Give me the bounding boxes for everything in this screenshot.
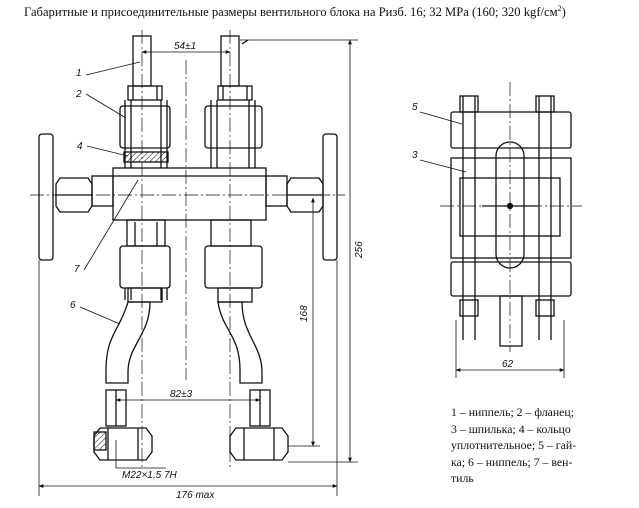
legend-line: тиль [451,471,474,485]
side-view: 62 5 3 [412,82,582,378]
right-union-nut [229,427,289,461]
callout-4: 4 [77,141,83,152]
side-bottom-flange [450,261,572,297]
legend-line: 1 – ниппель; 2 – фланец; [451,405,574,419]
callout-1: 1 [76,68,82,79]
right-hex-nut [286,177,324,213]
drawing-title: Габаритные и присоединительные размеры в… [24,4,634,20]
legend-line: ка; 6 – ниппель; 7 – вен- [451,454,573,469]
dim-thread: М22×1,5 7Н [122,470,178,481]
left-handwheel [38,133,54,261]
callout-5: 5 [412,102,418,113]
title-superscript: 2 [557,4,562,13]
title-close: ) [561,5,566,20]
right-lower-flange [204,245,263,289]
callout-3: 3 [412,150,418,161]
legend-line: 3 – шпилька; 4 – кольцо [451,421,571,436]
left-lower-flange [119,245,171,289]
parts-legend: 1 – ниппель; 2 – фланец; 3 – шпилька; 4 … [451,404,637,487]
legend-line: уплотнительное; 5 – гай- [451,438,577,452]
title-text: Габаритные и присоединительные размеры в… [24,5,558,20]
side-top-flange [450,111,572,149]
dim-side-width: 62 [502,359,514,370]
left-hex-nut [55,177,93,213]
right-upper-flange [204,105,263,149]
dim-width-total: 176 max [176,490,215,501]
dim-height-mid: 168 [299,305,310,322]
callout-6: 6 [70,300,76,311]
callout-2: 2 [75,89,82,100]
dim-spacing-top: 54±1 [174,41,196,52]
left-upper-flange [119,105,171,149]
seal-ring [123,151,169,163]
right-bent-nipple [217,301,263,384]
side-valve-body [450,157,572,259]
right-handwheel [322,133,338,261]
callout-7: 7 [74,264,80,275]
dim-spacing-bottom: 82±3 [170,389,193,400]
front-view: 1 2 4 7 6 54±1 82±3 М22×1,5 7Н 176 max 2… [30,30,365,501]
left-bent-nipple [105,301,151,384]
dim-height-total: 256 [354,241,365,259]
